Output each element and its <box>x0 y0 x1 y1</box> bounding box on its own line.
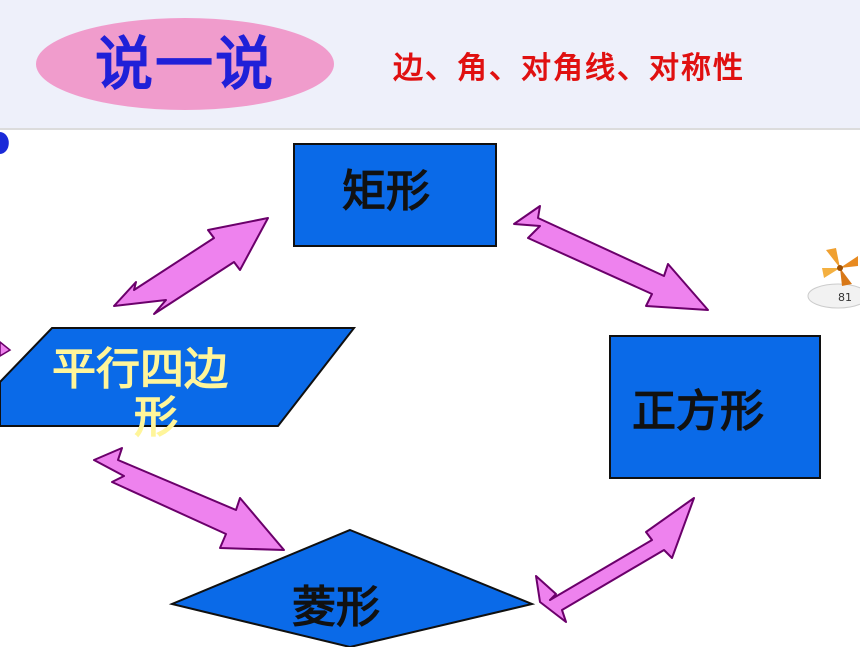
edge-circle-fragment <box>0 132 9 154</box>
parallelogram-label-line2: 形 <box>134 392 178 443</box>
rectangle-shape <box>293 143 497 247</box>
title-oval: 说一说 <box>36 18 334 110</box>
parallelogram-label-line1: 平行四边 <box>52 344 228 395</box>
square-shape <box>609 335 821 479</box>
rectangle-label: 矩形 <box>342 166 430 217</box>
square-label: 正方形 <box>632 386 764 437</box>
arrow-rhombus-to-square <box>535 497 695 623</box>
weather-temperature-text: 81 <box>838 291 852 304</box>
arrow-rectangle-to-square <box>513 205 709 311</box>
slide-header: 说一说 边、角、对角线、对称性 <box>0 0 860 128</box>
quadrilateral-relationship-diagram: 矩形 平行四边 形 正方形 菱形 81 <box>0 128 860 647</box>
arrow-parallelogram-to-rectangle <box>113 217 269 315</box>
diagram-canvas <box>0 132 860 647</box>
rhombus-label: 菱形 <box>292 582 380 633</box>
arrow-parallelogram-to-rhombus <box>93 447 285 551</box>
slide-subtitle: 边、角、对角线、对称性 <box>393 51 745 86</box>
entry-arrow-stub <box>0 341 12 357</box>
rhombus-shape <box>168 528 536 647</box>
parallelogram-shape <box>0 327 357 427</box>
slide-title: 说一说 <box>94 30 275 98</box>
pinwheel-weather-icon <box>807 248 860 309</box>
